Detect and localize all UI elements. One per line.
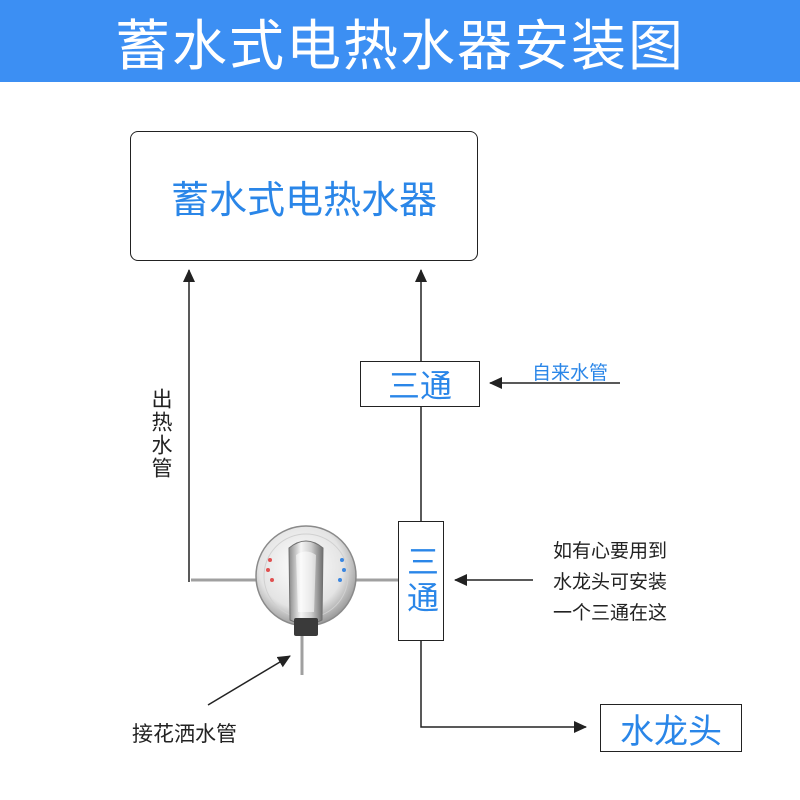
- tee-note-line: 如有心要用到: [553, 540, 668, 562]
- tee-note: 如有心要用到 水龙头可安装 一个三通在这: [553, 536, 667, 629]
- title-banner: 蓄水式电热水器安装图: [0, 0, 800, 82]
- tee-note-line: 一个三通在这: [553, 602, 668, 624]
- shower-pipe-label: 接花洒水管: [132, 722, 237, 746]
- shower-arrow: [207, 655, 291, 706]
- page-title: 蓄水式电热水器安装图: [114, 14, 685, 78]
- tee-top-label: 三通: [387, 367, 452, 405]
- faucet-line: [420, 639, 587, 733]
- water-heater-label: 蓄水式电热水器: [170, 177, 437, 222]
- mixing-valve-icon: [255, 525, 357, 636]
- supply-pipe-label: 自来水管: [532, 362, 609, 384]
- water-heater-box: 蓄水式电热水器: [130, 131, 478, 261]
- hot-water-out-label: 出热水管: [149, 388, 173, 480]
- tee-fitting-top: 三通: [360, 361, 480, 407]
- faucet-box: 水龙头: [600, 704, 742, 752]
- faucet-label: 水龙头: [620, 711, 722, 752]
- tee-middle-label: 三通: [402, 545, 440, 617]
- tee-fitting-middle: 三通: [398, 521, 444, 641]
- tee-note-line: 水龙头可安装: [553, 571, 668, 593]
